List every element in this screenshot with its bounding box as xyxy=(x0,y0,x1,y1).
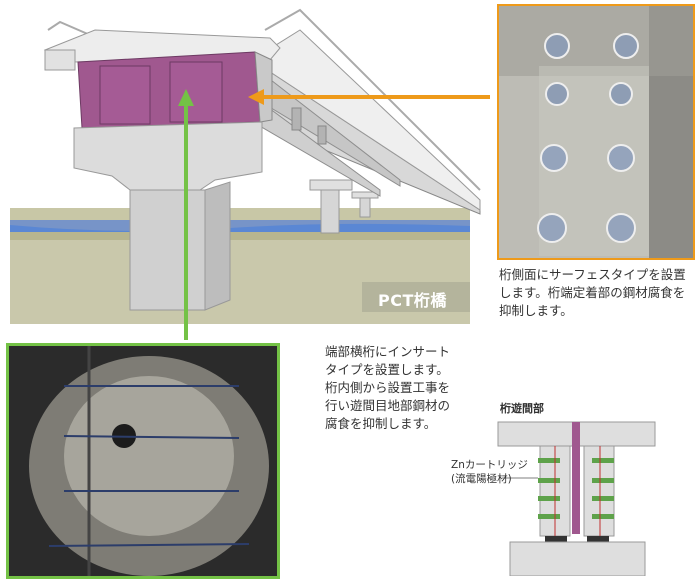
surface-anode xyxy=(545,82,569,106)
detail-pier-cap xyxy=(509,541,646,576)
inner-insert-photo-content xyxy=(9,346,277,576)
ground-lower xyxy=(10,240,470,324)
surface-anode xyxy=(609,82,633,106)
surface-anode xyxy=(544,33,570,59)
girder-opening xyxy=(291,107,302,131)
pier-far xyxy=(320,184,340,234)
side-surface-photo xyxy=(497,4,695,260)
green-arrow-head xyxy=(178,89,194,106)
detail-title: 桁遊間部 xyxy=(500,402,544,415)
pier-cap xyxy=(73,121,263,191)
surface-anode xyxy=(537,213,567,243)
detail-bearing xyxy=(587,536,609,542)
surface-anode xyxy=(606,213,636,243)
zn-label-line1: Znカートリッジ xyxy=(451,459,528,471)
railing xyxy=(264,8,481,191)
inner-insert-caption: 端部横桁にインサート タイプを設置します。 桁内側から設置工事を 行い遊間目地部… xyxy=(325,344,451,431)
bank xyxy=(10,232,470,240)
girder-panel xyxy=(169,61,223,123)
label-band xyxy=(362,282,470,312)
ground-upper xyxy=(10,208,470,220)
zn-cartridge-label: Znカートリッジ (流電陽極材) xyxy=(451,458,528,486)
inner-insert-photo xyxy=(6,343,280,579)
girder-gap-detail xyxy=(497,421,656,576)
detail-joint xyxy=(572,422,580,534)
surface-anode xyxy=(540,144,568,172)
zn-label-line2: (流電陽極材) xyxy=(451,473,512,485)
pier-column xyxy=(129,189,206,311)
zn-cartridge xyxy=(538,458,614,519)
surface-anode xyxy=(613,33,639,59)
anode-wiring xyxy=(48,385,250,547)
bridge-illustration xyxy=(10,8,490,340)
orange-arrow-head xyxy=(248,89,264,105)
pier-column-side xyxy=(204,181,231,311)
side-surface-caption: 桁側面にサーフェスタイプを設置 します。桁端定着部の鋼材腐食を 抑制します。 xyxy=(499,267,686,318)
girder-opening xyxy=(317,125,327,145)
bridge-type-label: PCT桁橋 xyxy=(378,291,447,310)
girder-panel xyxy=(99,65,151,125)
surface-anode xyxy=(607,144,635,172)
pier-far-cap xyxy=(309,179,353,191)
deck-end-block xyxy=(44,49,76,71)
deck-top xyxy=(251,29,481,211)
detail-bearing xyxy=(545,536,567,542)
side-surface-photo-content xyxy=(499,6,693,258)
